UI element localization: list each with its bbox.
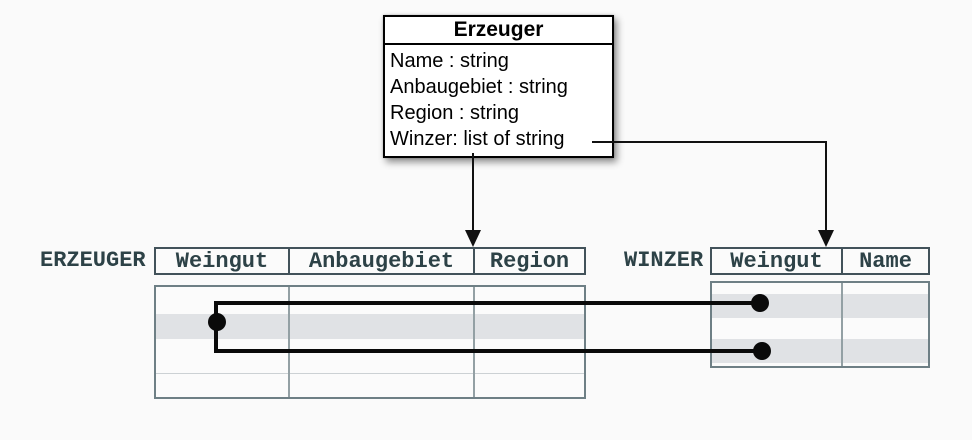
erzeuger-column-region: Region	[473, 249, 584, 274]
attribute-region: Region : string	[390, 102, 519, 124]
class-box-attributes: Name : string Anbaugebiet : string Regio…	[385, 45, 612, 156]
attribute-winzer: Winzer: list of string	[390, 128, 565, 150]
attribute-name: Name : string	[390, 50, 509, 72]
table-row	[712, 283, 928, 294]
relation-dot-erzeuger	[208, 313, 226, 331]
erzeuger-table-header: Weingut Anbaugebiet Region	[154, 247, 586, 275]
winzer-table-header: Weingut Name	[710, 247, 930, 275]
table-row-highlighted	[156, 314, 584, 339]
arrow-to-erzeuger-table-line	[472, 153, 474, 232]
winzer-table-label: WINZER	[624, 248, 704, 273]
table-row	[712, 363, 928, 366]
erzeuger-column-anbaugebiet: Anbaugebiet	[288, 249, 473, 274]
table-row	[712, 318, 928, 339]
table-row	[156, 339, 584, 373]
column-divider	[473, 287, 475, 397]
arrow-down-icon	[818, 230, 834, 247]
column-divider	[841, 283, 843, 366]
relation-line-top	[214, 301, 762, 305]
winzer-column-weingut: Weingut	[730, 248, 823, 274]
arrow-to-winzer-table-hline	[592, 141, 827, 143]
erzeuger-table-label: ERZEUGER	[40, 248, 146, 273]
relation-dot-winzer-2	[753, 342, 771, 360]
column-divider	[288, 287, 290, 397]
class-box-title: Erzeuger	[385, 17, 612, 45]
erzeuger-column-weingut: Weingut	[175, 248, 269, 274]
table-row	[156, 373, 584, 398]
relation-line-bottom	[214, 349, 764, 353]
relation-dot-winzer-1	[751, 294, 769, 312]
arrow-down-icon	[465, 230, 481, 247]
table-row-highlighted	[712, 294, 928, 318]
winzer-column-name: Name	[841, 249, 928, 274]
arrow-to-winzer-table-vline	[825, 141, 827, 232]
attribute-anbaugebiet: Anbaugebiet : string	[390, 76, 568, 98]
winzer-table-body	[710, 281, 930, 368]
class-box-erzeuger: Erzeuger Name : string Anbaugebiet : str…	[383, 15, 614, 158]
